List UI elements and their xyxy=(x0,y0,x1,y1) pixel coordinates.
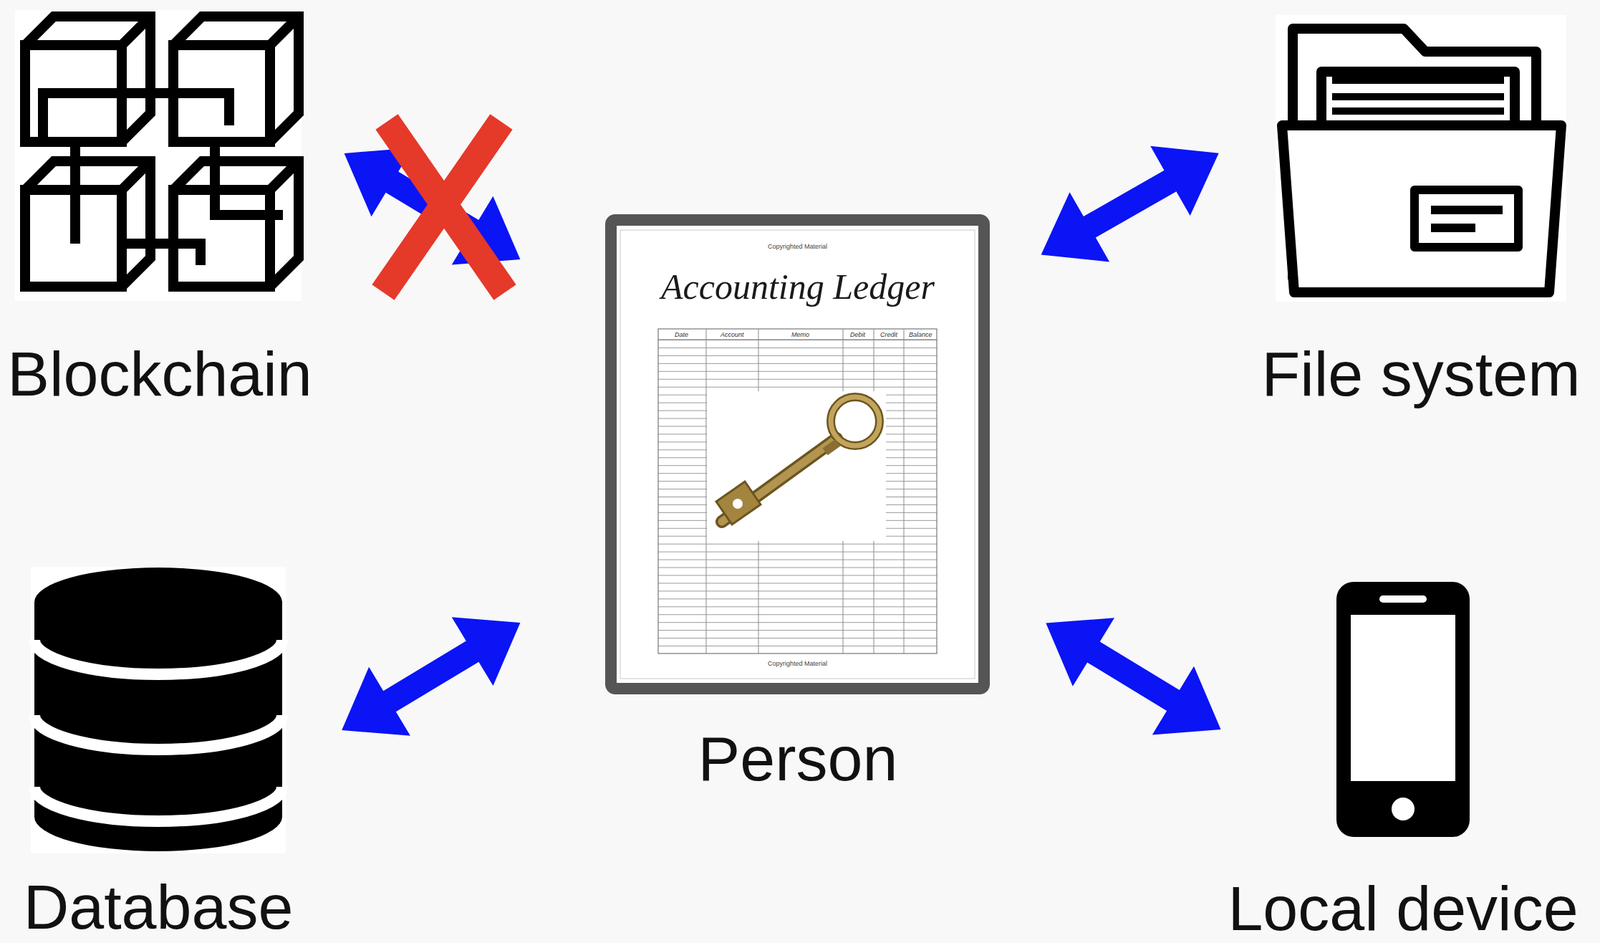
ledger-text: Accounting Ledger xyxy=(661,264,935,308)
icon-node: Blockchain xyxy=(2,10,317,409)
ledger-text: Credit xyxy=(880,330,898,339)
folder-icon xyxy=(1275,15,1567,302)
ledger-text: Memo xyxy=(791,330,810,339)
node-label: Person xyxy=(698,724,899,793)
ledger-text: Copyrighted Material xyxy=(767,659,828,668)
ledger-text: Account xyxy=(720,330,745,339)
database-icon xyxy=(30,566,286,853)
ledger-text: Date xyxy=(674,330,689,339)
node-label: Blockchain xyxy=(7,339,313,409)
icon-node: Database xyxy=(19,566,298,942)
text-row: File system xyxy=(1257,339,1585,409)
text-row: Database xyxy=(19,872,298,942)
double-arrow xyxy=(1041,146,1219,263)
ledger-text: Balance xyxy=(908,330,933,339)
blockchain-icon xyxy=(15,10,302,301)
double-arrow xyxy=(341,616,520,735)
icon-node: Local device xyxy=(1223,581,1583,943)
ledger-text: Debit xyxy=(850,330,866,339)
node-label: Database xyxy=(23,872,294,942)
node-label: File system xyxy=(1261,339,1581,409)
text-row: Person xyxy=(601,724,995,793)
text-row: Blockchain xyxy=(2,339,317,409)
node-label: Local device xyxy=(1227,873,1578,943)
icon-node: File system xyxy=(1257,15,1585,409)
text-row: Local device xyxy=(1223,873,1583,943)
ledger-text: Copyrighted Material xyxy=(767,242,828,251)
key-picture xyxy=(716,396,880,525)
phone-icon xyxy=(1336,581,1470,837)
ledger-picture xyxy=(610,219,985,689)
double-arrow xyxy=(1045,617,1221,735)
